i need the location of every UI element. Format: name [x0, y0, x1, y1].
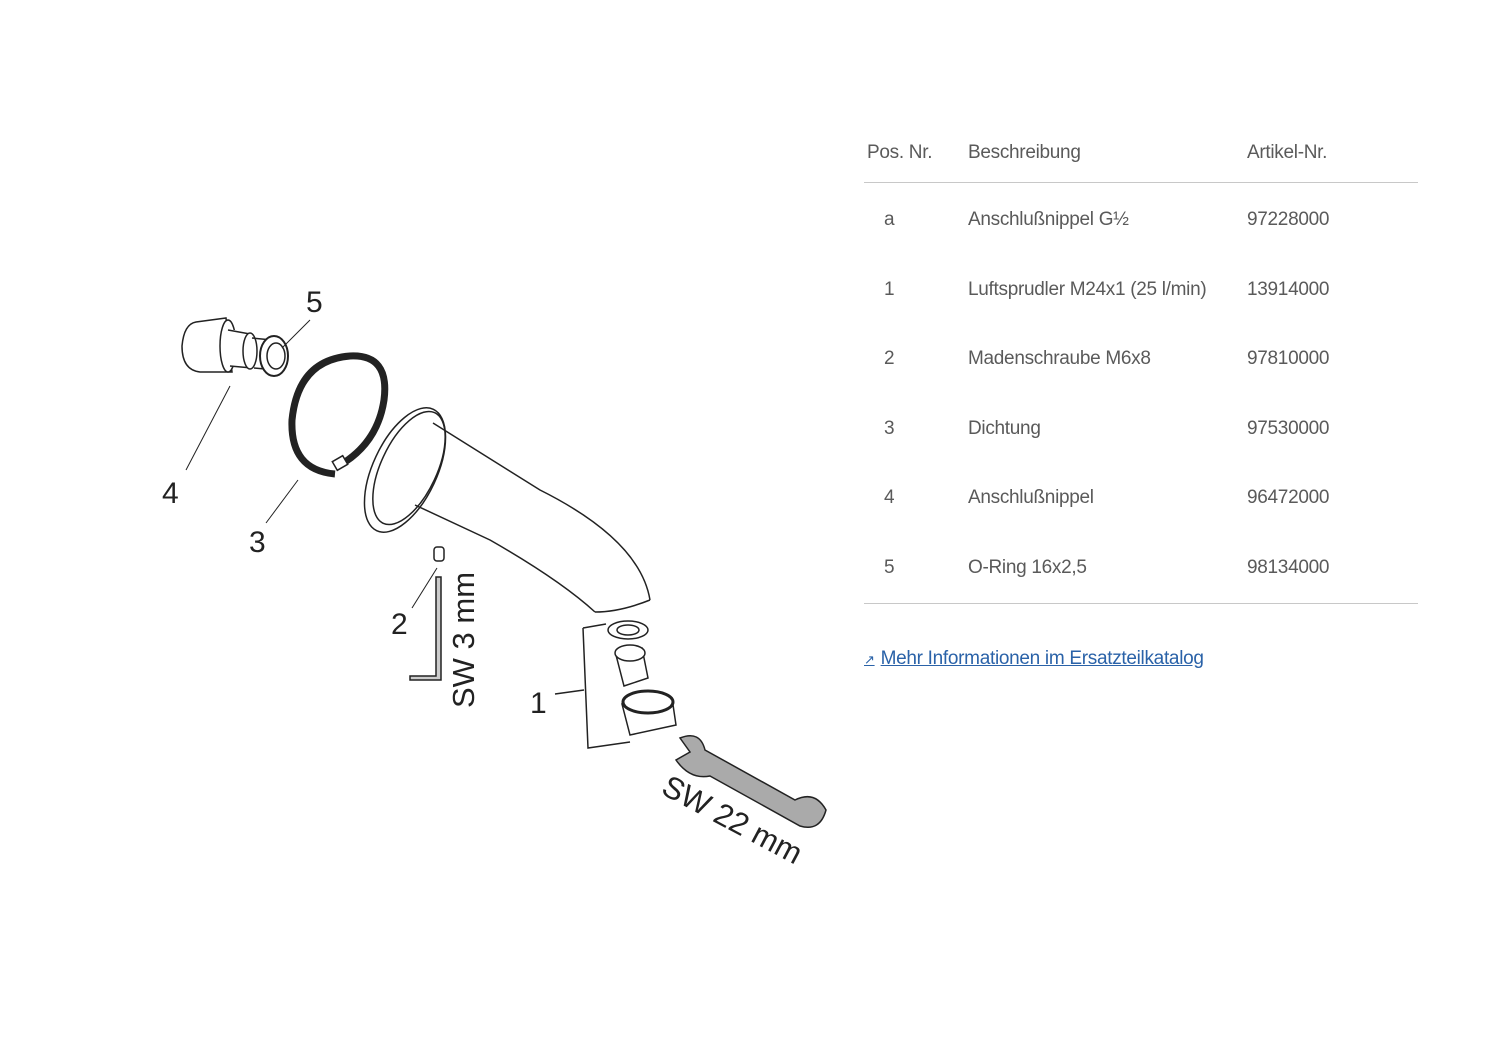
- header-pos: Pos. Nr.: [867, 142, 933, 163]
- desc-cell: Luftsprudler M24x1 (25 l/min): [968, 278, 1207, 300]
- table-row: a Anschlußnippel G½ 97228000: [864, 183, 1418, 253]
- seal-ring-part: [288, 352, 389, 478]
- callout-3: 3: [249, 526, 266, 559]
- pos-cell: 2: [884, 348, 895, 369]
- desc-cell: O-Ring 16x2,5: [968, 556, 1087, 578]
- desc-cell: Dichtung: [968, 417, 1041, 439]
- pos-cell: a: [884, 209, 895, 230]
- callout-2: 2: [391, 608, 408, 641]
- header-article: Artikel-Nr.: [1247, 142, 1328, 163]
- article-cell: 97228000: [1247, 209, 1330, 230]
- external-link-arrow-icon: ↗: [864, 652, 875, 667]
- grub-screw-part: [409, 546, 445, 681]
- connection-nipple-part: [181, 317, 289, 377]
- header-desc: Beschreibung: [968, 142, 1081, 163]
- link-label: Mehr Informationen im Ersatzteilkatalog: [880, 648, 1204, 669]
- table-row: 3 Dichtung 97530000: [864, 392, 1418, 462]
- article-cell: 97810000: [1247, 348, 1330, 369]
- pos-cell: 1: [884, 278, 895, 300]
- wrench-tool: [674, 735, 827, 828]
- article-cell: 98134000: [1247, 556, 1330, 578]
- exploded-parts-diagram: [181, 317, 827, 828]
- article-cell: 96472000: [1247, 487, 1330, 508]
- table-row: 1 Luftsprudler M24x1 (25 l/min) 13914000: [864, 253, 1418, 323]
- table-header: Pos. Nr. Beschreibung Artikel-Nr.: [864, 130, 1418, 183]
- pos-cell: 4: [884, 487, 895, 508]
- spare-parts-catalog-link[interactable]: ↗ Mehr Informationen im Ersatzteilkatalog: [864, 648, 1204, 670]
- aerator-part: [554, 620, 677, 749]
- pos-cell: 3: [884, 417, 895, 439]
- table-row: 2 Madenschraube M6x8 97810000: [864, 322, 1418, 392]
- article-cell: 97530000: [1247, 417, 1330, 439]
- hex-key-size-label: SW 3 mm: [446, 571, 481, 708]
- desc-cell: Anschlußnippel: [968, 487, 1094, 508]
- table-row: 5 O-Ring 16x2,5 98134000: [864, 531, 1418, 601]
- callout-5: 5: [306, 286, 323, 319]
- callout-1: 1: [530, 687, 547, 720]
- leader-lines: [185, 319, 438, 609]
- callout-4: 4: [162, 477, 179, 510]
- desc-cell: Madenschraube M6x8: [968, 348, 1151, 369]
- spout-part: [363, 407, 651, 613]
- pos-cell: 5: [884, 556, 895, 578]
- article-cell: 13914000: [1247, 278, 1330, 300]
- table-row: 4 Anschlußnippel 96472000: [864, 461, 1418, 531]
- desc-cell: Anschlußnippel G½: [968, 209, 1129, 230]
- table-bottom-rule: [864, 603, 1418, 604]
